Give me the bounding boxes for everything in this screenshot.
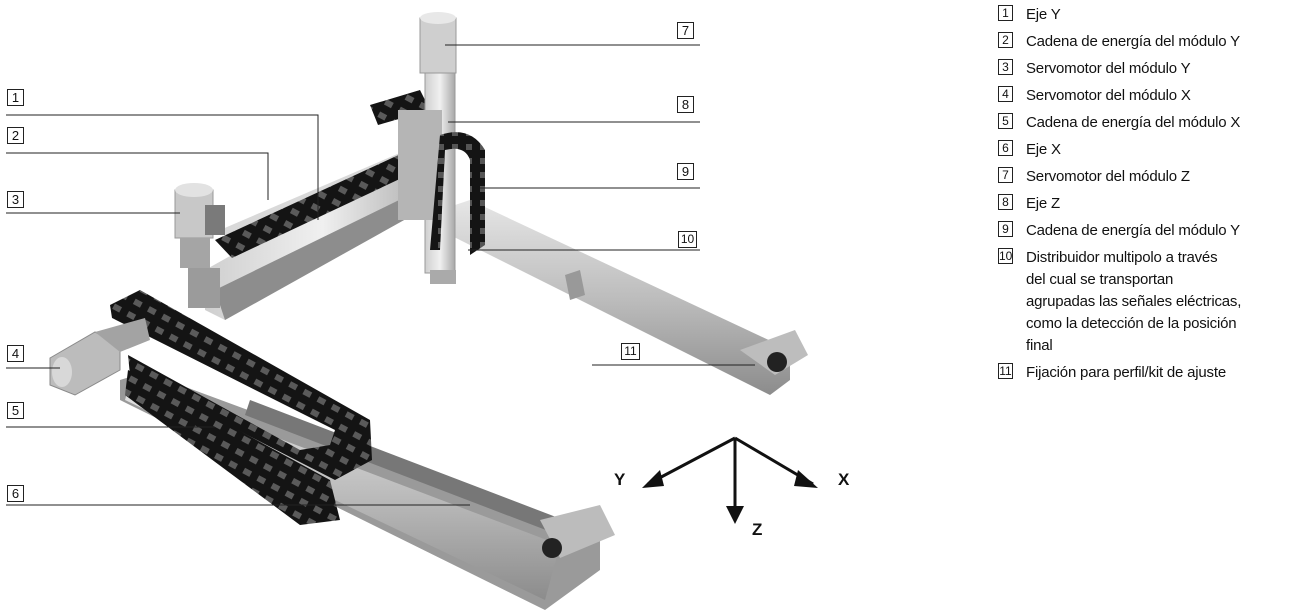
axis-label-z: Z xyxy=(752,520,763,539)
legend-label: Eje X xyxy=(1026,141,1061,158)
legend-number: 9 xyxy=(998,221,1013,237)
legend-item: 6 Eje X xyxy=(998,139,1306,161)
legend-item: 3 Servomotor del módulo Y xyxy=(998,58,1306,80)
callout-11: 11 xyxy=(621,343,640,360)
legend-item: 11 Fijación para perfil/kit de ajuste xyxy=(998,362,1306,384)
legend-number: 2 xyxy=(998,32,1013,48)
legend-number: 8 xyxy=(998,194,1013,210)
legend-label: Eje Y xyxy=(1026,6,1061,23)
leader-lines xyxy=(6,44,755,506)
callout-3: 3 xyxy=(7,191,24,208)
legend-number: 6 xyxy=(998,140,1013,156)
legend-number: 10 xyxy=(998,248,1013,264)
legend-item: 1 Eje Y xyxy=(998,4,1306,26)
legend-label: Distribuidor multipolo a través del cual… xyxy=(1026,249,1242,354)
arrow-y xyxy=(647,436,736,486)
callout-7: 7 xyxy=(677,22,694,39)
axis-arrows xyxy=(642,436,818,524)
legend-label: Servomotor del módulo X xyxy=(1026,87,1191,104)
legend-label: Eje Z xyxy=(1026,195,1061,212)
legend-number: 4 xyxy=(998,86,1013,102)
arrowhead-y xyxy=(642,470,664,488)
right-rail xyxy=(440,200,808,395)
legend-label: Servomotor del módulo Y xyxy=(1026,60,1191,77)
legend-item: 4 Servomotor del módulo X xyxy=(998,85,1306,107)
leader-2 xyxy=(6,152,269,200)
callout-6: 6 xyxy=(7,485,24,502)
z-energy-chain xyxy=(430,132,485,255)
callout-2: 2 xyxy=(7,127,24,144)
leader-1 xyxy=(6,114,319,220)
y-energy-chain xyxy=(215,90,440,258)
arrowhead-z xyxy=(726,506,744,524)
legend-number: 3 xyxy=(998,59,1013,75)
callout-1: 1 xyxy=(7,89,24,106)
legend-label: Servomotor del módulo Z xyxy=(1026,168,1190,185)
x-energy-chain xyxy=(110,290,372,525)
arrowhead-x xyxy=(794,470,818,488)
legend-item: 7 Servomotor del módulo Z xyxy=(998,166,1306,188)
legend-number: 11 xyxy=(998,363,1013,379)
callout-9: 9 xyxy=(677,163,694,180)
legend-number: 1 xyxy=(998,5,1013,21)
legend-item: 2 Cadena de energía del módulo Y xyxy=(998,31,1306,53)
legend-label: Cadena de energía del módulo Y xyxy=(1026,33,1240,50)
legend-label: Cadena de energía del módulo Y xyxy=(1026,222,1240,239)
legend-item: 9 Cadena de energía del módulo Y xyxy=(998,220,1306,242)
callout-5: 5 xyxy=(7,402,24,419)
legend-list: 1 Eje Y 2 Cadena de energía del módulo Y… xyxy=(998,4,1306,389)
x-servomotor xyxy=(49,318,150,396)
callout-4: 4 xyxy=(7,345,24,362)
legend-item: 5 Cadena de energía del módulo X xyxy=(998,112,1306,134)
callout-8: 8 xyxy=(677,96,694,113)
legend-item: 8 Eje Z xyxy=(998,193,1306,215)
legend-label: Fijación para perfil/kit de ajuste xyxy=(1026,364,1226,381)
axis-label-y: Y xyxy=(614,470,626,489)
legend-item: 10 Distribuidor multipolo a través del c… xyxy=(998,247,1306,357)
axis-label-x: X xyxy=(838,470,850,489)
legend-label: Cadena de energía del módulo X xyxy=(1026,114,1241,131)
y-servomotor xyxy=(174,183,225,308)
callout-10: 10 xyxy=(678,231,697,248)
legend-number: 5 xyxy=(998,113,1013,129)
legend-number: 7 xyxy=(998,167,1013,183)
